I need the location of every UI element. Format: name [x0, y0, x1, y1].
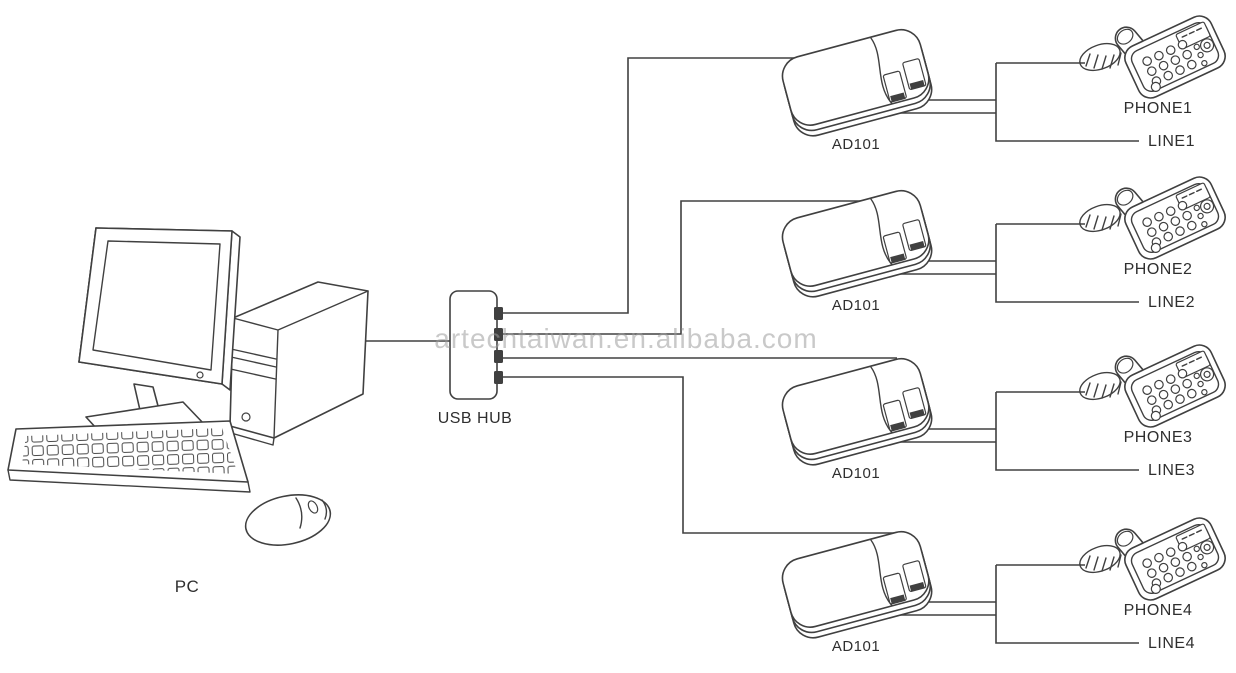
- unit-3-wiring: [899, 391, 1140, 471]
- pc-keyboard: [7, 420, 251, 493]
- ad101-adapter-3: [777, 353, 937, 471]
- line-label-3: LINE3: [1148, 462, 1195, 479]
- unit-2-wiring: [899, 223, 1140, 303]
- wire-hub-to-adapter-1: [497, 57, 800, 314]
- wire-hub-to-adapter-2: [497, 200, 866, 335]
- line-label-1: LINE1: [1148, 133, 1195, 150]
- ad101-adapter-4: [777, 526, 937, 644]
- phone-illustration-3: [1075, 339, 1231, 433]
- pc-illustration: [7, 227, 369, 546]
- hub-port-4: [494, 371, 503, 384]
- pc-monitor: [78, 227, 241, 391]
- connection-wires: [356, 57, 1140, 644]
- unit-1-wiring: [899, 62, 1140, 142]
- watermark-text: artechtaiwan.en.alibaba.com: [434, 323, 817, 354]
- adapter-label-2: AD101: [832, 297, 880, 314]
- hub-port-1: [494, 307, 503, 320]
- hub-port-2: [494, 328, 503, 341]
- phone-illustration-4: [1075, 512, 1231, 606]
- pc-tower: [229, 281, 369, 446]
- hub-port-3: [494, 350, 503, 363]
- tower-power-button: [241, 412, 251, 422]
- phone-label-2: PHONE2: [1124, 261, 1193, 278]
- adapter-label-4: AD101: [832, 638, 880, 655]
- ad101-adapter-2: [777, 185, 937, 303]
- wire-hub-to-adapter-4: [497, 376, 897, 534]
- phone-label-1: PHONE1: [1124, 100, 1193, 117]
- monitor-power-button: [196, 371, 204, 379]
- phone-label-3: PHONE3: [1124, 429, 1193, 446]
- unit-4-wiring: [899, 564, 1140, 644]
- phone-label-4: PHONE4: [1124, 602, 1193, 619]
- usb-hub: [449, 290, 503, 400]
- ad101-adapter-1: [777, 24, 937, 142]
- line-label-2: LINE2: [1148, 294, 1195, 311]
- phone-illustration-2: [1075, 171, 1231, 265]
- pc-mouse: [244, 494, 332, 546]
- phone-illustration-1: [1075, 10, 1231, 104]
- adapter-label-3: AD101: [832, 465, 880, 482]
- line-label-4: LINE4: [1148, 635, 1195, 652]
- usb-hub-label: USB HUB: [438, 410, 513, 427]
- pc-label: PC: [175, 577, 200, 596]
- adapter-label-1: AD101: [832, 136, 880, 153]
- mouse-scroll-wheel: [307, 500, 319, 514]
